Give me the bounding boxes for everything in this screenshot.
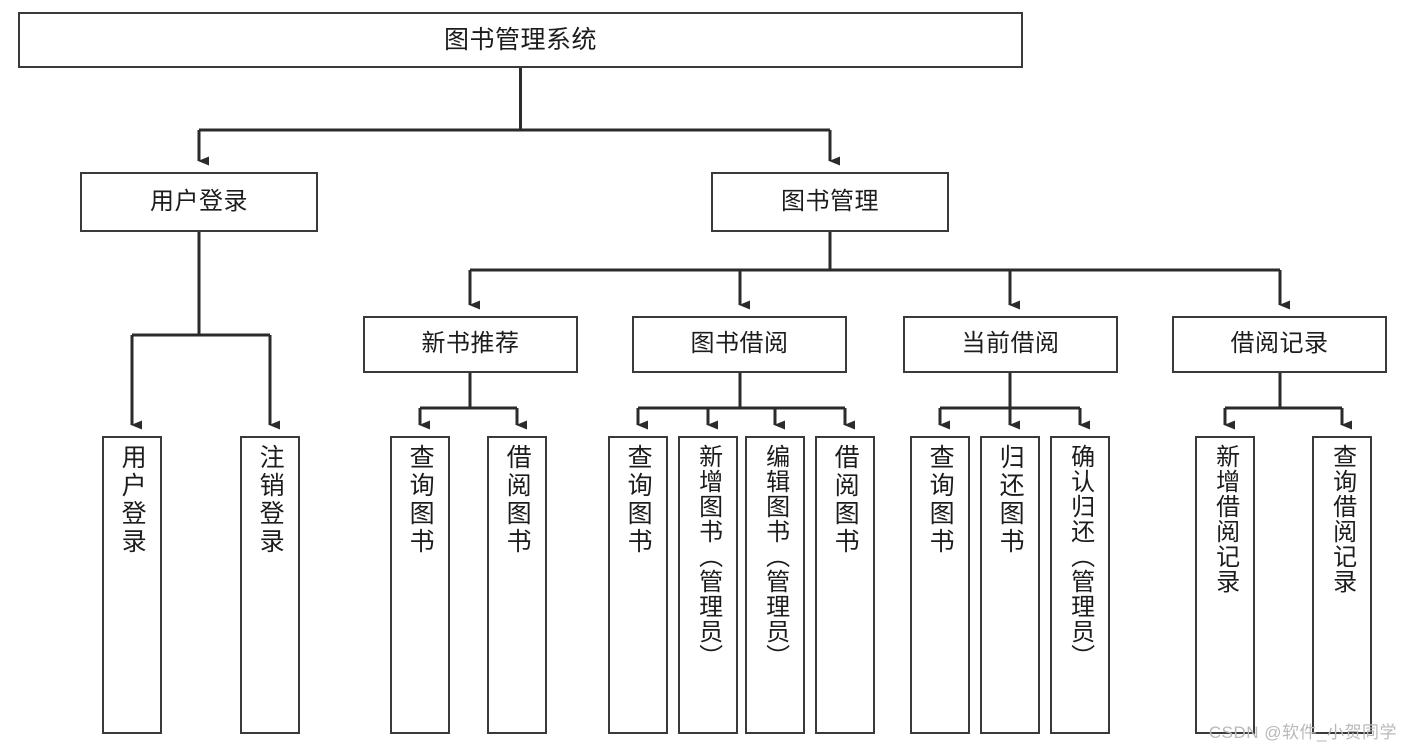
- leaf-user-login[interactable]: 用户登录: [102, 436, 162, 734]
- leaf-query-borrowing-record[interactable]: 查询借阅记录: [1312, 436, 1372, 734]
- node-label: 用户登录: [150, 187, 248, 215]
- leaf-query-books-borrowing[interactable]: 查询图书: [608, 436, 668, 734]
- node-label: 查询借阅记录: [1328, 444, 1356, 594]
- node-label: 借阅图书: [503, 444, 532, 556]
- node-borrowing-records[interactable]: 借阅记录: [1172, 316, 1387, 373]
- node-label: 图书管理系统: [443, 26, 597, 54]
- node-label: 查询图书: [926, 444, 955, 556]
- node-label: 编辑图书（管理员）: [761, 444, 789, 669]
- leaf-add-book-admin[interactable]: 新增图书（管理员）: [678, 436, 738, 734]
- leaf-confirm-return-admin[interactable]: 确认归还（管理员）: [1050, 436, 1110, 734]
- node-label: 图书借阅: [690, 330, 789, 358]
- leaf-edit-book-admin[interactable]: 编辑图书（管理员）: [745, 436, 805, 734]
- node-label: 查询图书: [624, 444, 653, 556]
- node-label: 归还图书: [996, 444, 1025, 556]
- node-label: 当前借阅: [961, 330, 1060, 358]
- node-current-borrowings[interactable]: 当前借阅: [903, 316, 1118, 373]
- node-new-book-recommendation[interactable]: 新书推荐: [363, 316, 578, 373]
- leaf-query-books-recommendation[interactable]: 查询图书: [390, 436, 450, 734]
- node-user-login[interactable]: 用户登录: [80, 172, 318, 232]
- leaf-borrow-books-borrowing[interactable]: 借阅图书: [815, 436, 875, 734]
- node-label: 借阅记录: [1230, 330, 1329, 358]
- node-label: 新增图书（管理员）: [694, 444, 722, 669]
- leaf-borrow-books-recommendation[interactable]: 借阅图书: [487, 436, 547, 734]
- node-book-borrowing[interactable]: 图书借阅: [632, 316, 847, 373]
- node-label: 用户登录: [118, 444, 147, 556]
- leaf-add-borrowing-record[interactable]: 新增借阅记录: [1195, 436, 1255, 734]
- leaf-return-books[interactable]: 归还图书: [980, 436, 1040, 734]
- node-label: 新增借阅记录: [1211, 444, 1239, 594]
- node-label: 图书管理: [781, 187, 879, 215]
- node-root-library-management-system[interactable]: 图书管理系统: [18, 12, 1023, 68]
- node-label: 借阅图书: [831, 444, 860, 556]
- node-label: 注销登录: [256, 444, 285, 556]
- csdn-watermark: CSDN @软件_小贺同学: [1208, 723, 1397, 742]
- node-book-management[interactable]: 图书管理: [711, 172, 949, 232]
- node-label: 查询图书: [406, 444, 435, 556]
- node-label: 确认归还（管理员）: [1066, 444, 1094, 669]
- leaf-logout[interactable]: 注销登录: [240, 436, 300, 734]
- node-label: 新书推荐: [421, 330, 520, 358]
- leaf-query-books-current[interactable]: 查询图书: [910, 436, 970, 734]
